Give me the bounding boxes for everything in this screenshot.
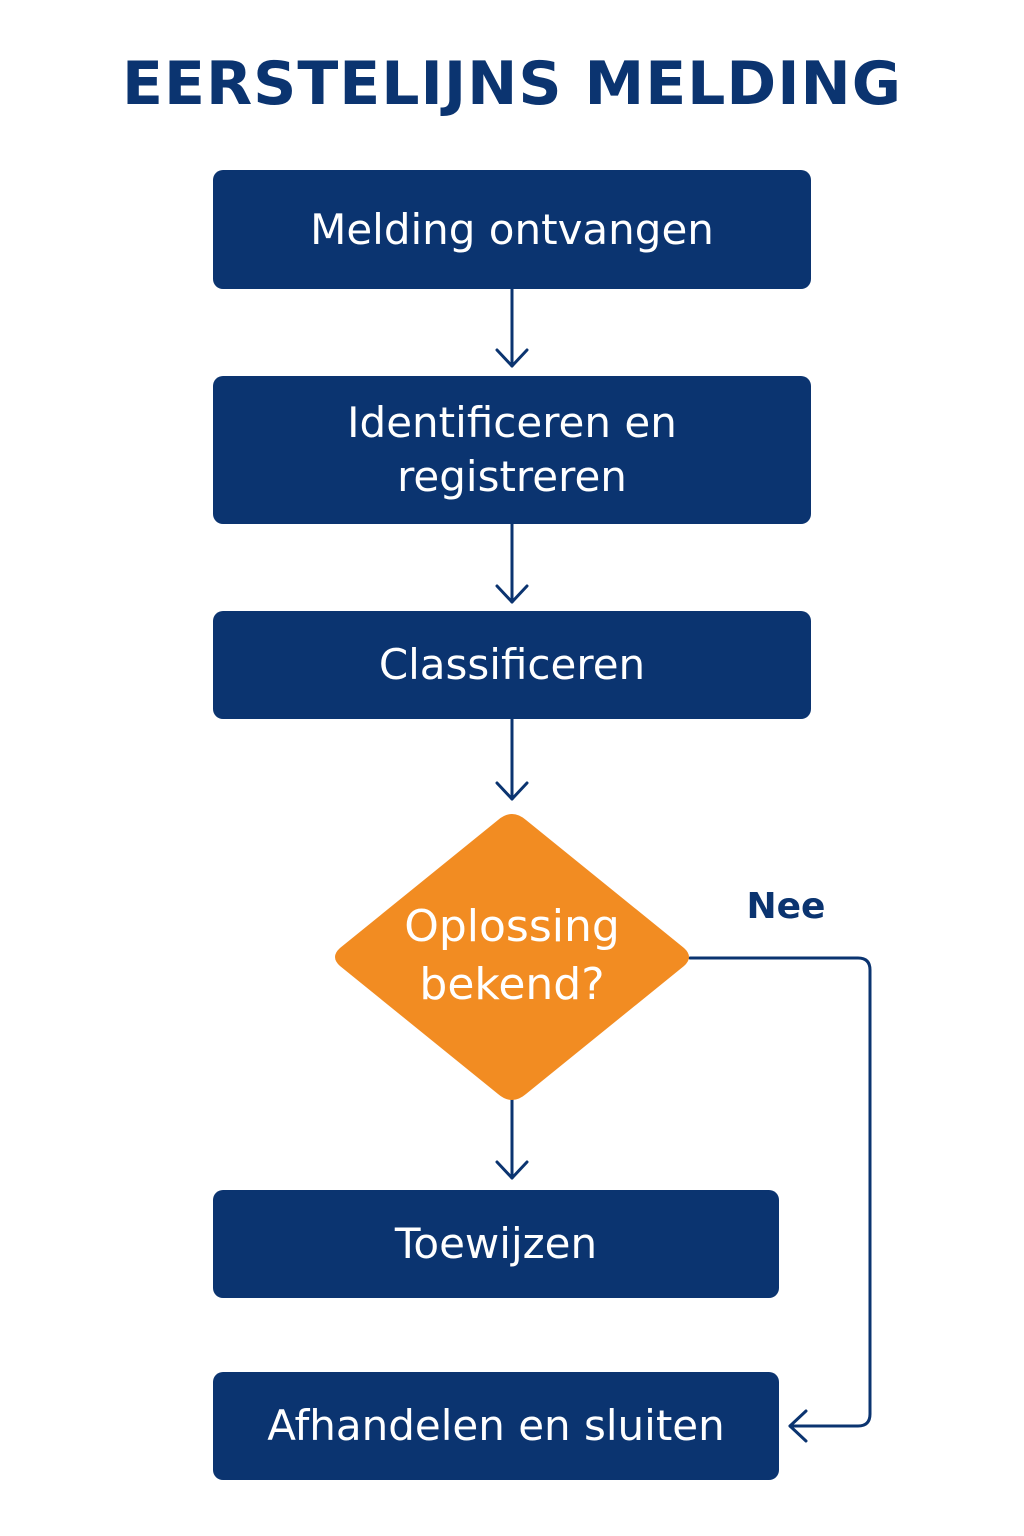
arrowhead-nee-branch	[788, 1409, 808, 1443]
step-afhandelen-sluiten: Afhandelen en sluiten	[213, 1372, 779, 1480]
arrowhead-3-decision	[495, 781, 529, 801]
step-label-line: registreren	[397, 452, 627, 501]
step-label: Toewijzen	[394, 1219, 598, 1268]
arrowhead-decision-4	[495, 1160, 529, 1180]
diagram-title: EERSTELIJNS MELDING	[121, 49, 902, 119]
decision-label: Oplossing bekend?	[362, 898, 662, 1014]
step-label: Classificeren	[378, 640, 646, 689]
arrowhead-1-2	[495, 348, 529, 368]
step-identificeren-registreren: Identificeren en registreren	[213, 376, 811, 524]
step-classificeren: Classificeren	[213, 611, 811, 719]
decision-label-line: bekend?	[419, 959, 605, 1010]
branch-label-nee: Nee	[746, 886, 826, 927]
step-label-line: Identificeren en	[347, 398, 677, 447]
step-toewijzen: Toewijzen	[213, 1190, 779, 1298]
step-label: Melding ontvangen	[310, 204, 714, 254]
decision-diamond	[335, 814, 689, 1100]
arrowhead-2-3	[495, 584, 529, 604]
step-melding-ontvangen: Melding ontvangen	[213, 170, 811, 289]
connector-nee-branch	[688, 956, 872, 1428]
decision-label-line: Oplossing	[404, 901, 620, 952]
step-label: Identificeren en registreren	[347, 396, 677, 504]
step-label: Afhandelen en sluiten	[267, 1401, 725, 1450]
